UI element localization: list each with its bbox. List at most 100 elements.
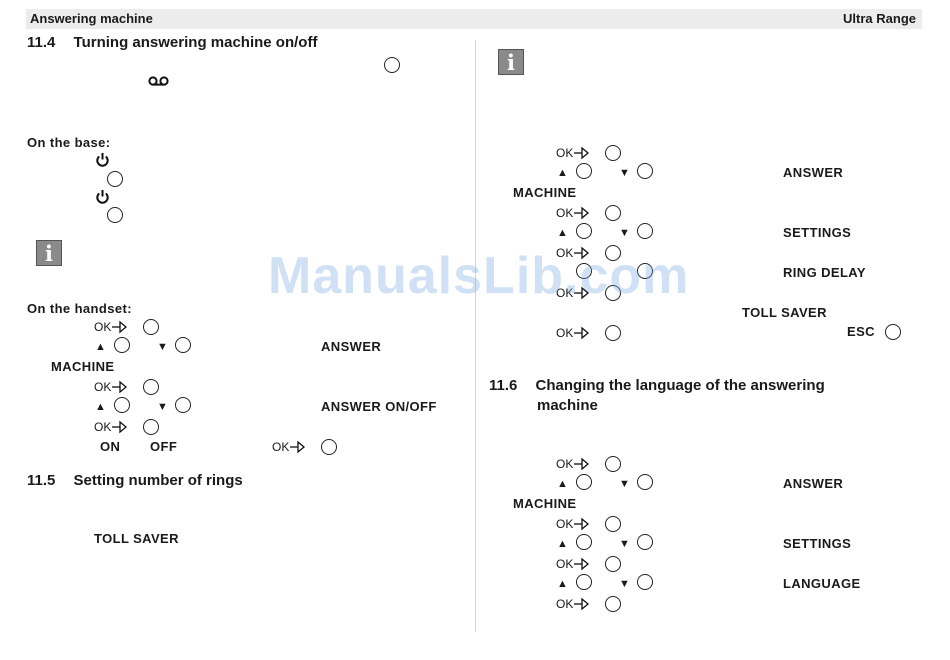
menu-answer-onoff: ANSWER ON/OFF: [321, 399, 437, 414]
key-circle: [605, 596, 621, 612]
ok-arrow-icon: [574, 286, 590, 300]
base-label: On the base:: [27, 135, 111, 150]
key-circle: [384, 57, 400, 73]
ok-key: OK: [556, 246, 592, 260]
ok-arrow-icon: [112, 320, 128, 334]
key-esc-label: ESC: [847, 324, 875, 339]
down-arrow-icon: ▼: [619, 578, 630, 590]
key-circle: [605, 205, 621, 221]
option-on: ON: [100, 439, 121, 454]
ok-arrow-icon: [574, 557, 590, 571]
down-arrow-icon: ▼: [619, 538, 630, 550]
key-circle: [605, 245, 621, 261]
key-circle: [576, 263, 592, 279]
power-icon: [96, 153, 109, 167]
key-circle: [605, 516, 621, 532]
down-arrow-icon: ▼: [619, 167, 630, 179]
key-circle: [885, 324, 901, 340]
ok-key: OK: [556, 457, 592, 471]
header-left: Answering machine: [30, 11, 153, 26]
key-circle: [175, 397, 191, 413]
section-title: Turning answering machine on/off: [73, 34, 318, 51]
key-circle: [143, 319, 159, 335]
ok-arrow-icon: [574, 597, 590, 611]
voicemail-icon: [148, 76, 169, 86]
menu-ring-delay: RING DELAY: [783, 265, 866, 280]
ok-key: OK: [556, 206, 592, 220]
key-circle: [605, 285, 621, 301]
key-circle: [175, 337, 191, 353]
section-11-6-heading: 11.6 Changing the language of the answer…: [489, 377, 825, 394]
down-arrow-icon: ▼: [619, 478, 630, 490]
up-arrow-icon: ▲: [95, 341, 106, 353]
handset-label: On the handset:: [27, 301, 132, 316]
key-circle: [605, 325, 621, 341]
ok-arrow-icon: [574, 517, 590, 531]
menu-toll-saver: TOLL SAVER: [742, 305, 827, 320]
ok-arrow-icon: [574, 457, 590, 471]
ok-arrow-icon: [112, 380, 128, 394]
down-arrow-icon: ▼: [157, 341, 168, 353]
ok-arrow-icon: [290, 440, 306, 454]
info-icon: i: [36, 240, 62, 266]
section-number: 11.5: [27, 472, 56, 489]
key-circle: [637, 263, 653, 279]
key-circle: [605, 556, 621, 572]
down-arrow-icon: ▼: [157, 401, 168, 413]
ok-arrow-icon: [574, 246, 590, 260]
key-circle: [107, 207, 123, 223]
up-arrow-icon: ▲: [95, 401, 106, 413]
section-number: 11.4: [27, 34, 56, 51]
section-title-cont: machine: [537, 397, 598, 414]
section-11-4-heading: 11.4 Turning answering machine on/off: [27, 34, 317, 51]
ok-key: OK: [556, 146, 592, 160]
ok-key: OK: [94, 420, 130, 434]
section-number: 11.6: [489, 377, 518, 394]
key-circle: [637, 474, 653, 490]
ok-key: OK: [556, 517, 592, 531]
option-off: OFF: [150, 439, 178, 454]
up-arrow-icon: ▲: [557, 538, 568, 550]
key-circle: [637, 163, 653, 179]
key-circle: [576, 574, 592, 590]
key-circle: [637, 574, 653, 590]
section-11-5-heading: 11.5 Setting number of rings: [27, 472, 243, 489]
section-title: Changing the language of the answering: [535, 377, 825, 394]
menu-settings: SETTINGS: [783, 225, 852, 240]
ok-key: OK: [94, 320, 130, 334]
menu-machine: MACHINE: [51, 359, 115, 374]
menu-machine: MACHINE: [513, 185, 577, 200]
down-arrow-icon: ▼: [619, 227, 630, 239]
menu-language: LANGUAGE: [783, 576, 861, 591]
menu-toll-saver: TOLL SAVER: [94, 531, 179, 546]
watermark: ManualsLib.com: [268, 247, 690, 305]
key-circle: [637, 223, 653, 239]
ok-arrow-icon: [574, 206, 590, 220]
ok-key: OK: [94, 380, 130, 394]
key-circle: [143, 379, 159, 395]
ok-arrow-icon: [574, 326, 590, 340]
up-arrow-icon: ▲: [557, 478, 568, 490]
key-circle: [114, 397, 130, 413]
ok-key: OK: [556, 557, 592, 571]
key-circle: [114, 337, 130, 353]
key-circle: [576, 534, 592, 550]
key-circle: [321, 439, 337, 455]
column-divider: [475, 40, 476, 632]
ok-key: OK: [556, 597, 592, 611]
ok-arrow-icon: [112, 420, 128, 434]
up-arrow-icon: ▲: [557, 227, 568, 239]
key-circle: [107, 171, 123, 187]
key-circle: [637, 534, 653, 550]
menu-answer: ANSWER: [783, 165, 844, 180]
ok-key: OK: [556, 286, 592, 300]
power-icon: [96, 190, 109, 204]
info-icon: i: [498, 49, 524, 75]
up-arrow-icon: ▲: [557, 578, 568, 590]
menu-settings: SETTINGS: [783, 536, 852, 551]
key-circle: [605, 145, 621, 161]
key-circle: [576, 474, 592, 490]
menu-answer: ANSWER: [783, 476, 844, 491]
menu-machine: MACHINE: [513, 496, 577, 511]
key-circle: [576, 223, 592, 239]
